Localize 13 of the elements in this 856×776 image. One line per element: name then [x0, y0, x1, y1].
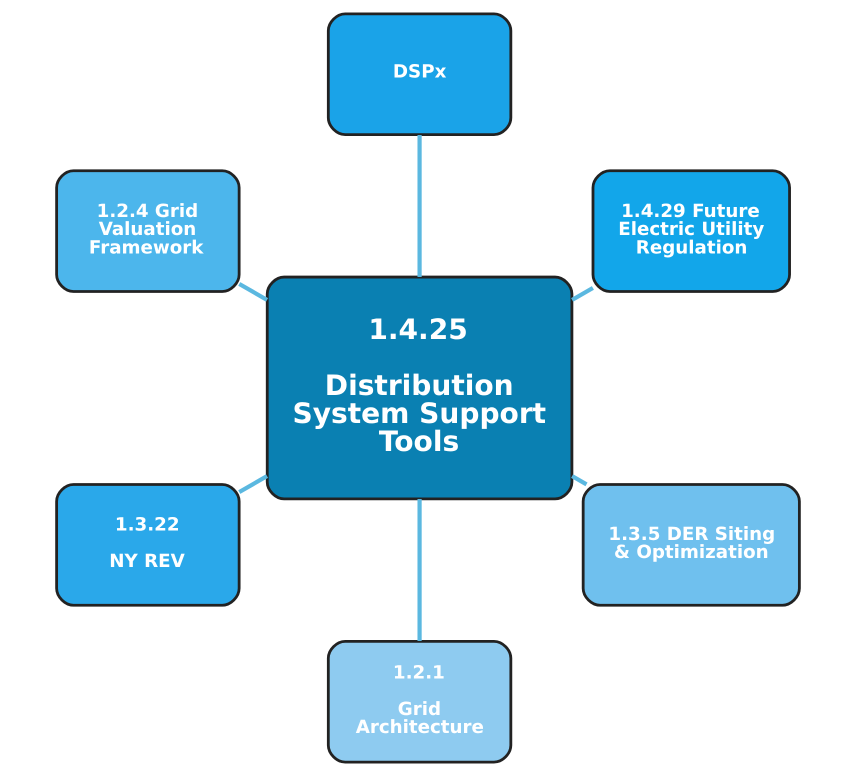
connector: [417, 499, 422, 642]
connector: [417, 134, 422, 277]
node-box: 1.2.1 Grid Architecture: [326, 640, 512, 764]
connector: [571, 286, 594, 302]
connector: [571, 474, 588, 486]
node-box: DSPx: [326, 12, 512, 136]
node-box: 1.4.25 Distribution System Support Tools: [266, 276, 574, 500]
connector: [238, 282, 268, 302]
node-box: 1.3.22 NY REV: [55, 483, 241, 607]
node-box: 1.4.29 Future Electric Utility Regulation: [592, 169, 791, 293]
connector: [238, 474, 268, 494]
node-box: 1.3.5 DER Siting & Optimization: [582, 483, 801, 607]
node-box: 1.2.4 Grid Valuation Framework: [55, 169, 241, 293]
